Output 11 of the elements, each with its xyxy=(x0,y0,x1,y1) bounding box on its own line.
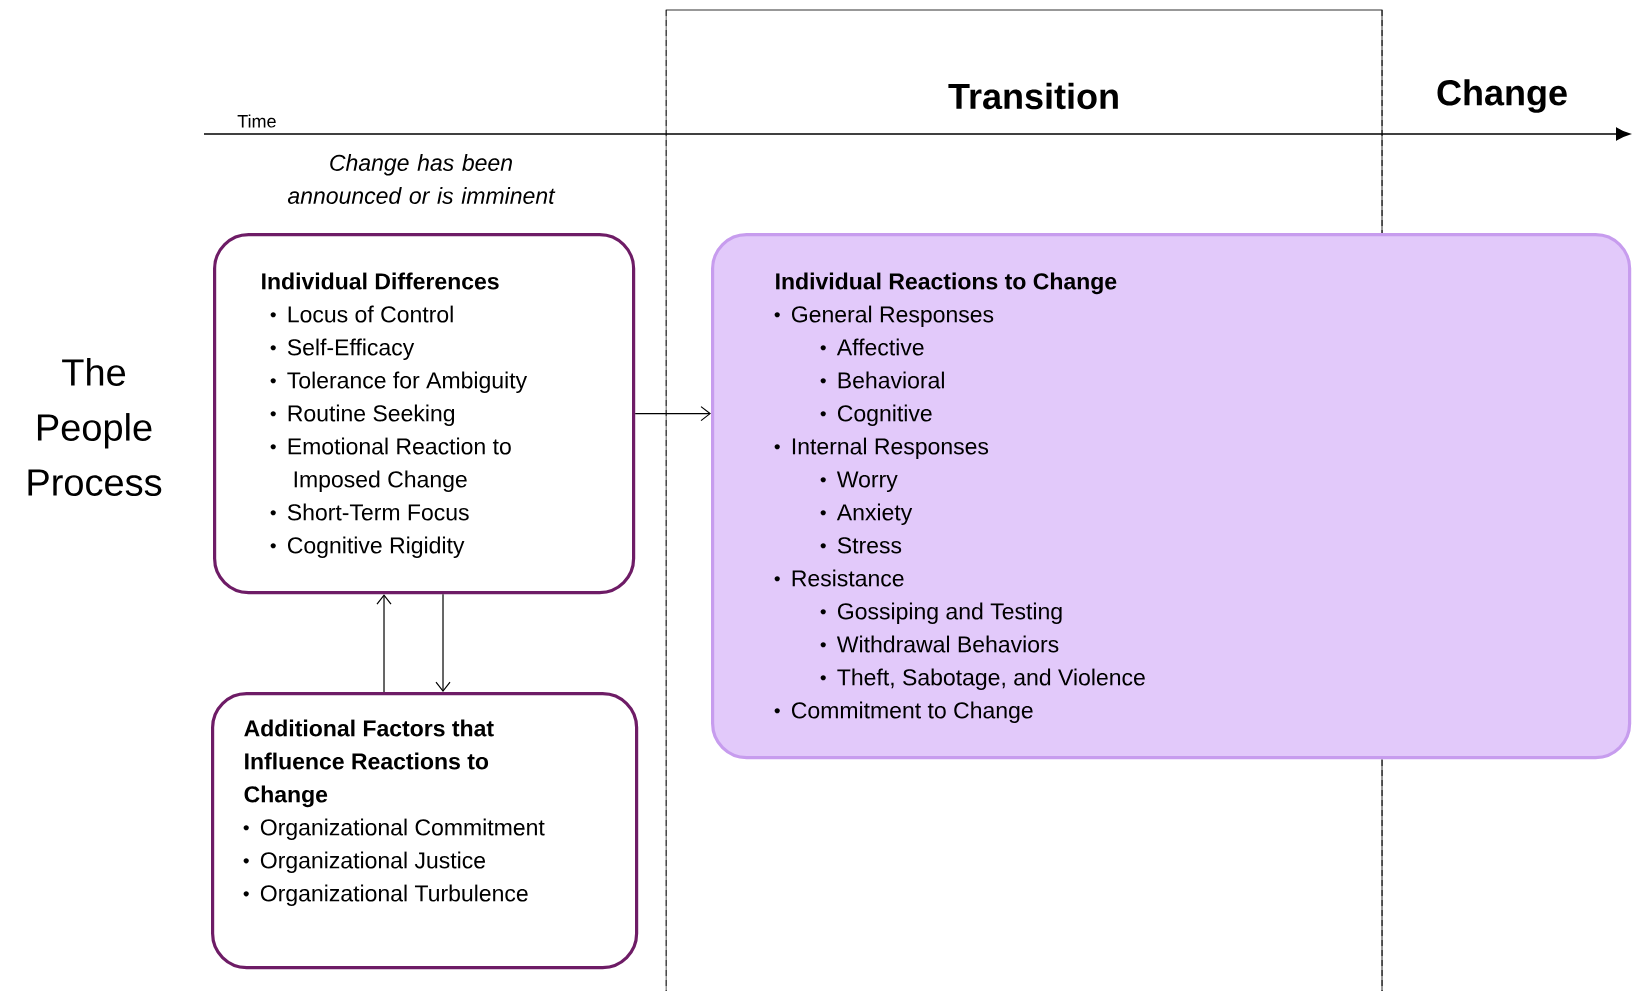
note-text: Change has been announced or is imminent xyxy=(287,154,556,204)
text-box: Additional Factors that Influence Reactions to Change Organizational Commitment Organizational Justice Organizational Turbulence xyxy=(211,692,639,970)
text-box: Individual Reactions to Change General Responses Affective Behavioral Cognitive Internal Responses Worry Anxiety Stress Resistance Gossiping and Testing Withdrawal Behaviors Theft, Sabotage, and Violence Commitment to Change xyxy=(711,233,1632,760)
axis-label: Time xyxy=(237,114,276,128)
arrow xyxy=(634,406,711,422)
arrow xyxy=(376,594,392,693)
side-title: The People Process xyxy=(28,358,162,496)
stage-heading: Change xyxy=(1437,79,1567,113)
arrow xyxy=(435,593,451,692)
stage-heading: Transition xyxy=(948,82,1118,110)
text-box: Individual Differences Locus of Control Self-Efficacy Tolerance for Ambiguity Routine Seeking Emotional Reaction to Imposed Change Short-Term Focus Cognitive Rigidity xyxy=(213,233,636,595)
